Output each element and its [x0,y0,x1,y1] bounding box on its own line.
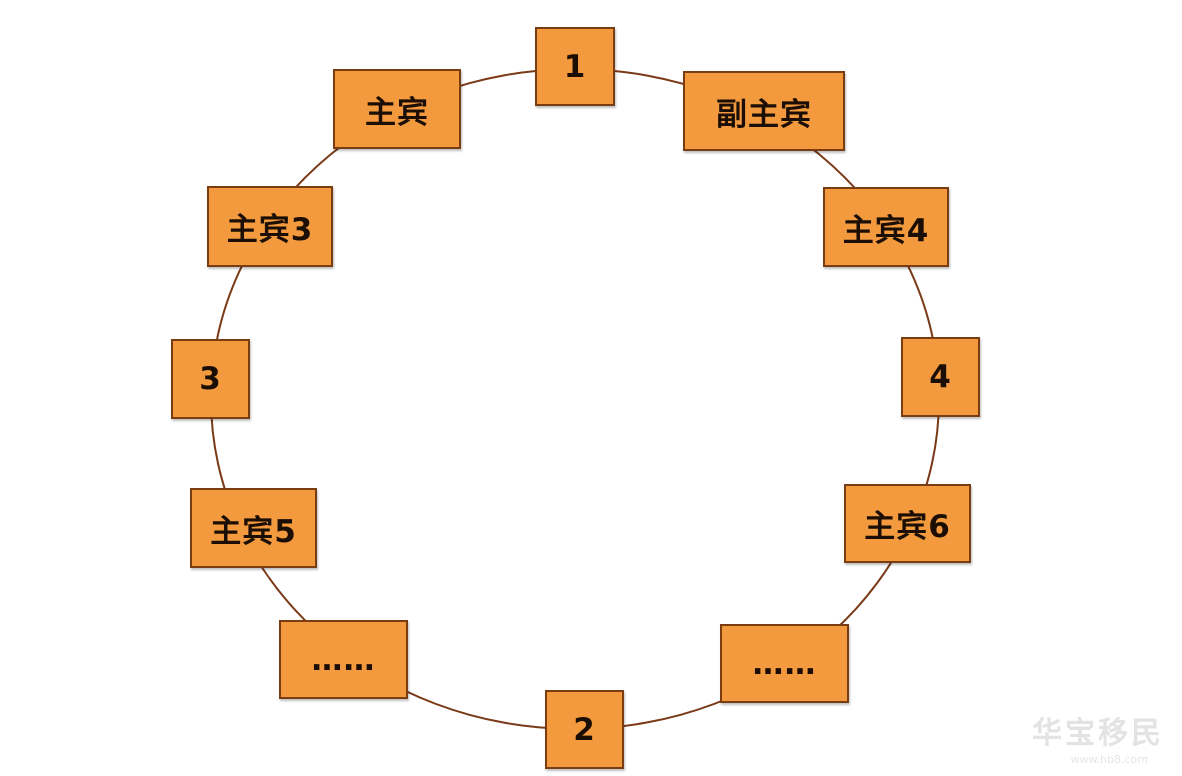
watermark-site: www.hb8.com [1070,753,1148,766]
seat-host: 主宾 [333,69,461,149]
seat-host-3: 主宾3 [207,186,333,267]
seat-vice-host: 副主宾 [683,71,845,151]
seat-host-6: 主宾6 [844,484,971,563]
seat-1: 1 [535,27,615,106]
seat-ellipsis-right: …… [720,624,849,703]
seat-ellipsis-left: …… [279,620,408,699]
seat-2: 2 [545,690,624,769]
seat-host-4: 主宾4 [823,187,949,267]
watermark-logo: 华宝移民 [1032,716,1164,751]
seat-3: 3 [171,339,250,419]
seat-host-5: 主宾5 [190,488,317,568]
seat-4: 4 [901,337,980,417]
